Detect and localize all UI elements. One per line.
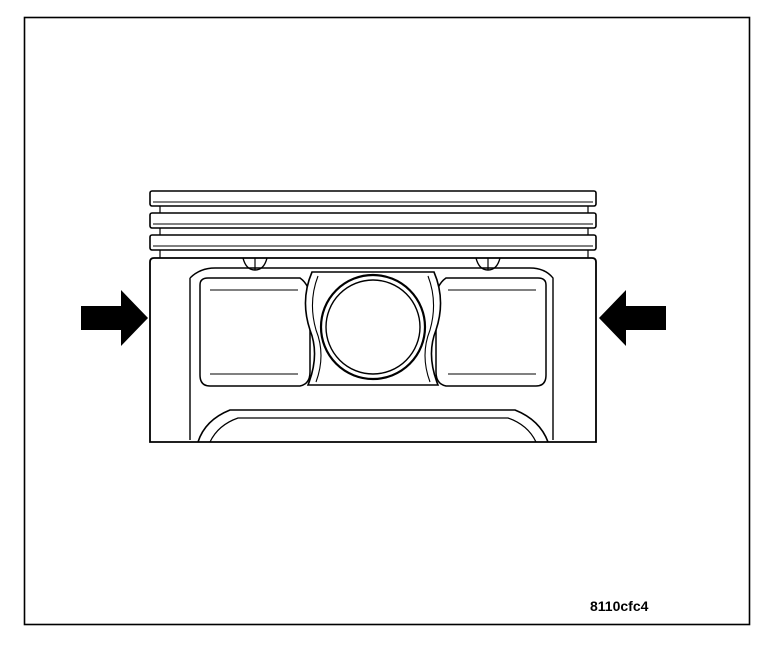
piston-rings: [149, 190, 597, 258]
skirt-panel-right: [435, 277, 547, 387]
arrow-left-icon: [81, 290, 148, 346]
piston-ring-top: [149, 190, 597, 207]
figure-border: [23, 16, 751, 626]
piston-ring-middle: [149, 212, 597, 229]
skirt-bottom-cutout: [197, 409, 549, 443]
figure-code: 8110cfc4: [590, 598, 649, 614]
skirt-inner-outline: [189, 267, 554, 440]
piston-ring-oil: [149, 234, 597, 251]
piston-pin-bore: [319, 273, 427, 381]
skirt-panel-left: [199, 277, 311, 387]
arrow-right-icon: [599, 290, 666, 346]
